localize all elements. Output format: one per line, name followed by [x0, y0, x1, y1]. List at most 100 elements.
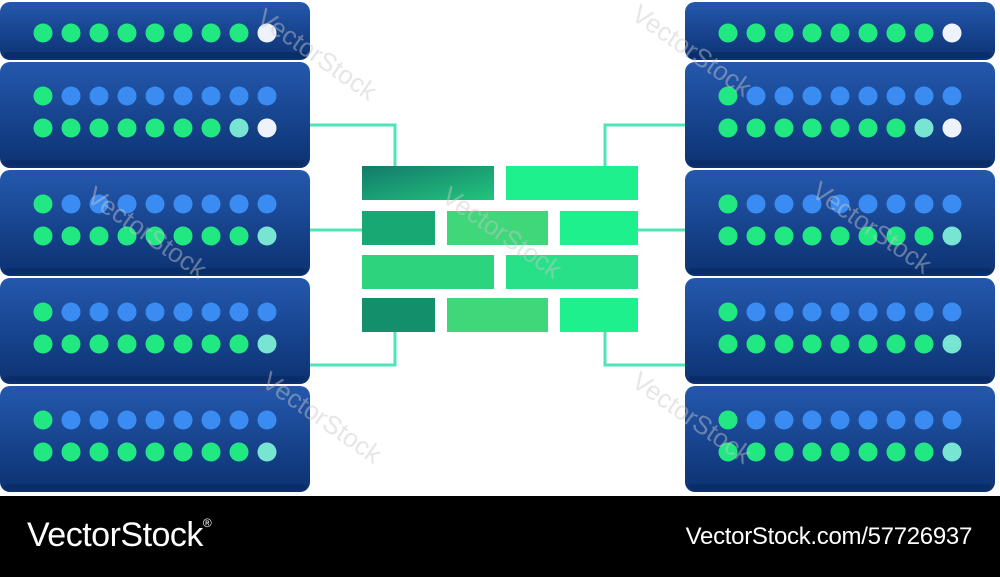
status-led-icon [746, 86, 766, 106]
status-led-icon [145, 442, 165, 462]
server-unit-body [0, 170, 310, 276]
status-led-icon [145, 334, 165, 354]
brick [447, 211, 548, 245]
status-led-icon [257, 194, 277, 214]
server-unit [0, 2, 310, 60]
status-led-icon [33, 226, 53, 246]
status-led-icon [942, 302, 962, 322]
status-led-icon [117, 442, 137, 462]
status-led-icon [942, 86, 962, 106]
brick [362, 166, 494, 200]
status-led-icon [718, 23, 738, 43]
brick [560, 298, 638, 332]
status-led-icon [145, 226, 165, 246]
connector-left-1 [308, 123, 397, 168]
status-led-icon [61, 118, 81, 138]
image-id: VectorStock.com/57726937 [685, 523, 973, 550]
status-led-icon [257, 442, 277, 462]
status-led-icon [229, 302, 249, 322]
status-led-icon [89, 86, 109, 106]
status-led-icon [774, 194, 794, 214]
status-led-icon [914, 118, 934, 138]
status-led-icon [89, 410, 109, 430]
status-led-icon [718, 410, 738, 430]
status-led-icon [914, 442, 934, 462]
status-led-icon [746, 23, 766, 43]
connector-left-3 [308, 330, 397, 367]
status-led-icon [746, 226, 766, 246]
status-led-icon [229, 118, 249, 138]
status-led-icon [858, 334, 878, 354]
brand-name: VectorStock [27, 516, 203, 554]
status-led-icon [257, 302, 277, 322]
status-led-icon [746, 410, 766, 430]
status-led-icon [173, 23, 193, 43]
status-led-icon [914, 194, 934, 214]
status-led-icon [914, 86, 934, 106]
server-unit [0, 278, 310, 384]
status-led-icon [914, 334, 934, 354]
server-unit-body [0, 386, 310, 492]
status-led-icon [173, 118, 193, 138]
server-unit-shadow [689, 484, 991, 490]
status-led-icon [858, 302, 878, 322]
status-led-icon [229, 194, 249, 214]
status-led-icon [89, 118, 109, 138]
status-led-icon [33, 86, 53, 106]
footer-bar: VectorStock® VectorStock.com/57726937 [0, 496, 1000, 577]
status-led-icon [830, 302, 850, 322]
status-led-icon [145, 410, 165, 430]
status-led-icon [914, 226, 934, 246]
status-led-icon [145, 194, 165, 214]
server-unit [685, 386, 995, 492]
status-led-icon [201, 334, 221, 354]
status-led-icon [886, 410, 906, 430]
server-unit-shadow [4, 484, 306, 490]
status-led-icon [886, 442, 906, 462]
status-led-icon [858, 226, 878, 246]
brand-logo: VectorStock® [27, 516, 212, 555]
status-led-icon [802, 334, 822, 354]
server-unit-shadow [689, 376, 991, 382]
status-led-icon [229, 23, 249, 43]
status-led-icon [914, 410, 934, 430]
status-led-icon [718, 302, 738, 322]
status-led-icon [774, 118, 794, 138]
status-led-icon [746, 334, 766, 354]
status-led-icon [942, 442, 962, 462]
status-led-icon [718, 86, 738, 106]
status-led-icon [201, 23, 221, 43]
status-led-icon [774, 442, 794, 462]
left-server-rack [0, 2, 310, 492]
right-server-rack [685, 2, 995, 492]
status-led-icon [830, 410, 850, 430]
server-unit-body [685, 62, 995, 168]
status-led-icon [774, 334, 794, 354]
status-led-icon [830, 226, 850, 246]
network-firewall-illustration: VectorStock VectorStock VectorStock Vect… [0, 0, 995, 492]
server-unit-shadow [4, 376, 306, 382]
status-led-icon [942, 118, 962, 138]
status-led-icon [33, 334, 53, 354]
status-led-icon [802, 118, 822, 138]
status-led-icon [942, 410, 962, 430]
status-led-icon [858, 23, 878, 43]
status-led-icon [61, 302, 81, 322]
brick [362, 211, 435, 245]
status-led-icon [89, 334, 109, 354]
status-led-icon [229, 334, 249, 354]
status-led-icon [746, 442, 766, 462]
brick [362, 255, 494, 289]
server-unit [0, 386, 310, 492]
server-unit-body [0, 278, 310, 384]
status-led-icon [830, 118, 850, 138]
status-led-icon [746, 194, 766, 214]
status-led-icon [802, 86, 822, 106]
server-unit-body [0, 62, 310, 168]
status-led-icon [61, 226, 81, 246]
status-led-icon [914, 23, 934, 43]
status-led-icon [145, 23, 165, 43]
status-led-icon [145, 118, 165, 138]
registered-mark: ® [202, 516, 212, 530]
status-led-icon [746, 302, 766, 322]
